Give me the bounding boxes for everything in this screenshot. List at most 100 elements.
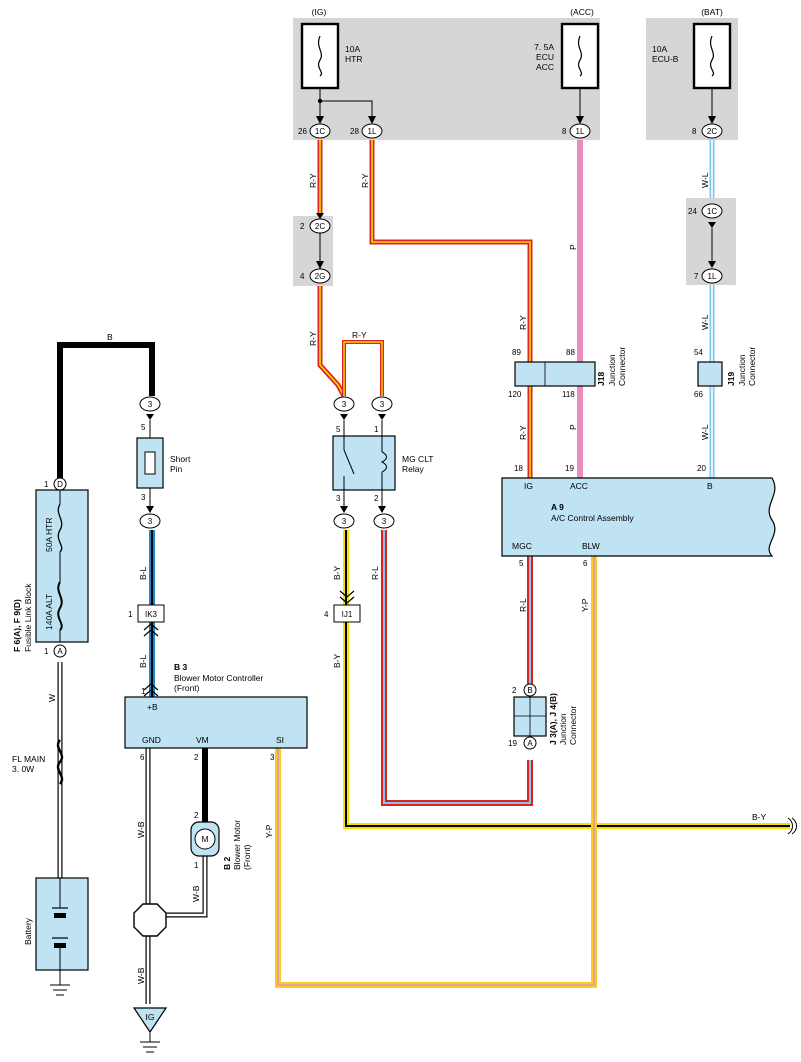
relay-pin-2: 2 bbox=[374, 494, 379, 503]
j3j4-name2: Connector bbox=[568, 706, 578, 745]
wire-label-w: W bbox=[47, 694, 57, 702]
blower-motor-controller: 1 +B GND VM SI B 3 Blower Motor Controll… bbox=[124, 662, 308, 762]
pin-2: 2 bbox=[300, 222, 305, 231]
motor-symbol: M bbox=[201, 834, 208, 844]
wire-wb bbox=[145, 748, 208, 1004]
htr-fuse-rating: 10A bbox=[345, 44, 360, 54]
wire-label-yp-1: Y-P bbox=[580, 598, 590, 612]
motor-id: B 2 bbox=[222, 857, 232, 871]
pin-7: 7 bbox=[694, 272, 699, 281]
ecu-b-fuse-rating: 10A bbox=[652, 44, 667, 54]
wire-rl bbox=[381, 530, 533, 806]
j3j4-conn-b: B bbox=[527, 686, 532, 695]
ecu-acc-fuse-name2: ACC bbox=[536, 62, 554, 72]
j18-pin-89: 89 bbox=[512, 348, 521, 357]
short-pin-label2: Pin bbox=[170, 464, 183, 474]
mg-clt-relay: 3 3 5 1 MG CLT Relay 3 2 3 3 bbox=[332, 396, 433, 529]
relay-conn-tr: 3 bbox=[380, 400, 385, 409]
bmc-pin-2: 2 bbox=[194, 753, 199, 762]
j19-name2: Connector bbox=[747, 347, 757, 386]
bmc-sub: (Front) bbox=[174, 683, 200, 693]
junction-block-2c-2g: 2C 2 2G 4 bbox=[293, 213, 333, 286]
wire-label-wb-2: W-B bbox=[191, 885, 201, 902]
motor-name: Blower Motor bbox=[232, 820, 242, 870]
wire-label-p-1: P bbox=[568, 244, 578, 250]
ac-terminal-acc: ACC bbox=[570, 481, 588, 491]
wire-label-ry-relay: R-Y bbox=[352, 330, 367, 340]
relay-conn-tl: 3 bbox=[342, 400, 347, 409]
connector-ij1: IJ1 4 bbox=[324, 590, 361, 623]
bmc-pin-6: 6 bbox=[140, 753, 145, 762]
j18-pin-118: 118 bbox=[562, 390, 575, 399]
connector-1l: 1L bbox=[708, 272, 717, 281]
fuse-140a-alt: 140A ALT bbox=[44, 594, 54, 630]
j18-name2: Connector bbox=[617, 347, 627, 386]
relay-pin-1: 1 bbox=[374, 425, 379, 434]
wire-ry-left bbox=[317, 140, 384, 398]
fusible-pin-bottom: 1 bbox=[44, 647, 49, 656]
j3j4-id: J 3(A), J 4(B) bbox=[548, 693, 558, 745]
motor-pin-1: 1 bbox=[194, 861, 199, 870]
fusible-link-name: Fusible Link Block bbox=[23, 583, 33, 652]
ac-pin-18: 18 bbox=[514, 464, 523, 473]
battery-label: Battery bbox=[23, 917, 33, 945]
wire-label-wl-1: W-L bbox=[700, 172, 710, 188]
fl-main-line2: 3. 0W bbox=[12, 764, 34, 774]
ecu-acc-fuse-rating: 7. 5A bbox=[534, 42, 554, 52]
j3j4-pin-2: 2 bbox=[512, 686, 517, 695]
wire-label-by-2: B-Y bbox=[332, 654, 342, 669]
wire-label-rl-1: R-L bbox=[370, 566, 380, 580]
j3j4-name1: Junction bbox=[558, 713, 568, 745]
relay-conn-br: 3 bbox=[382, 517, 387, 526]
short-pin-pin-5: 5 bbox=[141, 423, 146, 432]
bmc-id: B 3 bbox=[174, 662, 188, 672]
bmc-terminal-plus-b: +B bbox=[147, 702, 158, 712]
wire-label-wl-2: W-L bbox=[700, 314, 710, 330]
bmc-terminal-si: SI bbox=[276, 735, 284, 745]
ac-terminal-blw: BLW bbox=[582, 541, 600, 551]
j18-pin-88: 88 bbox=[566, 348, 575, 357]
relay-label1: MG CLT bbox=[402, 454, 433, 464]
bmc-pin-1: 1 bbox=[141, 687, 146, 696]
junction-connector-j19: 54 66 J19 Junction Connector bbox=[694, 347, 757, 399]
relay-pin-3: 3 bbox=[336, 494, 341, 503]
short-pin-label1: Short bbox=[170, 454, 191, 464]
ij1-pin-4: 4 bbox=[324, 610, 329, 619]
ecu-acc-fuse-name1: ECU bbox=[536, 52, 554, 62]
ac-pin-5: 5 bbox=[519, 559, 524, 568]
ac-control-id: A 9 bbox=[551, 502, 564, 512]
j19-name1: Junction bbox=[737, 354, 747, 386]
fusible-link-block: D 1 50A HTR 140A ALT A 1 F 6(A), F 9(D) … bbox=[12, 477, 89, 658]
ac-terminal-b: B bbox=[707, 481, 713, 491]
wire-label-ry-5: R-Y bbox=[518, 425, 528, 440]
ik3-name: IK3 bbox=[145, 610, 158, 619]
relay-conn-bl: 3 bbox=[342, 517, 347, 526]
wire-label-ry-4: R-Y bbox=[518, 315, 528, 330]
ground-splice: IG bbox=[132, 903, 168, 1053]
acc-connector-1l: 1L bbox=[576, 127, 585, 136]
htr-fuse-name: HTR bbox=[345, 54, 362, 64]
pin-8-bat: 8 bbox=[692, 127, 697, 136]
ac-terminal-ig: IG bbox=[524, 481, 533, 491]
ig-source-label: (IG) bbox=[312, 7, 327, 17]
bmc-terminal-gnd: GND bbox=[142, 735, 161, 745]
wire-yp bbox=[275, 556, 597, 988]
junction-connector-j3-j4: B 2 A 19 J 3(A), J 4(B) Junction Connect… bbox=[508, 683, 578, 750]
bat-connector-2c: 2C bbox=[707, 127, 717, 136]
fusible-conn-a: A bbox=[57, 647, 63, 656]
wire-label-by-1: B-Y bbox=[332, 566, 342, 581]
blower-motor: 2 M 1 B 2 Blower Motor (Front) bbox=[190, 811, 252, 871]
connector-ik3: IK3 1 bbox=[128, 604, 165, 637]
wire-label-ry-3: R-Y bbox=[360, 173, 370, 188]
ac-pin-20: 20 bbox=[697, 464, 706, 473]
j3j4-conn-a: A bbox=[527, 739, 533, 748]
wire-label-bl-1: B-L bbox=[138, 567, 148, 581]
fuse-50a-htr: 50A HTR bbox=[44, 518, 54, 553]
htr-connector-1c: 1C bbox=[315, 127, 325, 136]
fuse-box-ig-acc: (IG) (ACC) 10A HTR 7. 5A ECU ACC 1C 1L 1… bbox=[293, 7, 600, 140]
battery: Battery bbox=[23, 877, 89, 996]
short-pin-conn-top: 3 bbox=[148, 400, 153, 409]
j18-id: J18 bbox=[596, 372, 606, 386]
wire-ry-right bbox=[369, 140, 533, 478]
wire-b-main bbox=[57, 342, 155, 478]
